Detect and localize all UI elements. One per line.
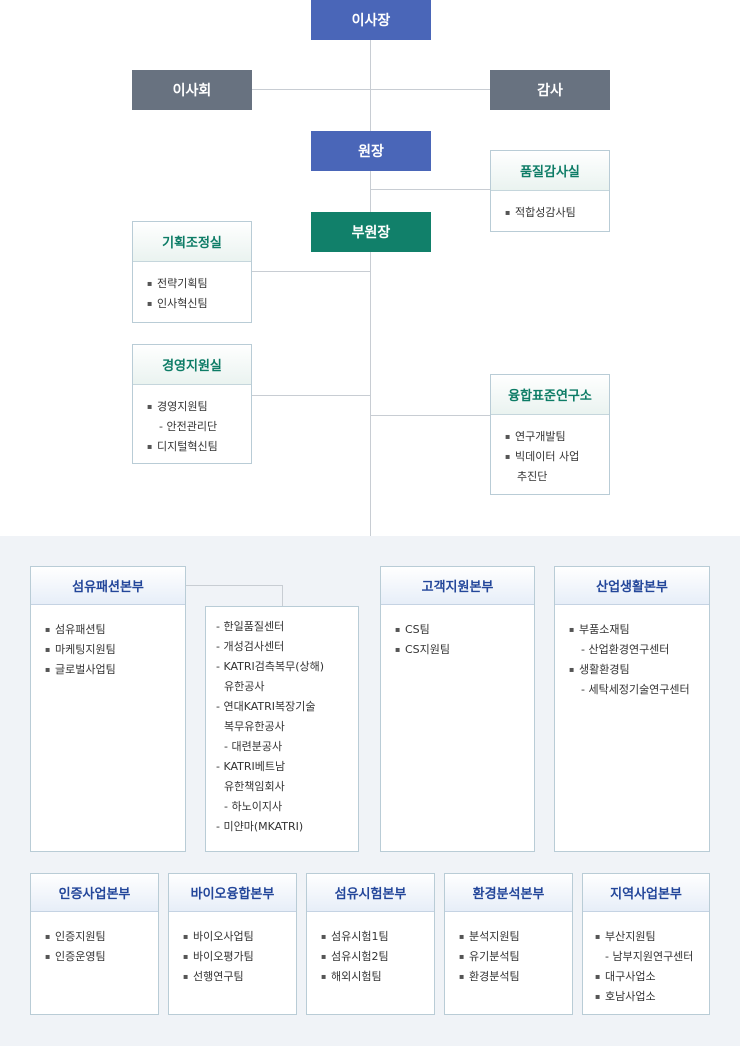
list-item: 생활환경팀	[569, 660, 709, 680]
annex-link-line	[186, 585, 283, 606]
annex-line: - 미얀마(MKATRI)	[216, 820, 304, 833]
textile-test-division-title: 섬유시험본부	[307, 874, 434, 912]
management-card[interactable]: 경영지원실 경영지원팀 - 안전관리단 디지털혁신팀	[132, 344, 252, 464]
list-item: 빅데이터 사업	[505, 447, 609, 467]
env-analysis-division-title: 환경분석본부	[445, 874, 572, 912]
management-title: 경영지원실	[133, 345, 251, 385]
list-item: 해외시험팀	[321, 967, 434, 987]
customer-division-card[interactable]: 고객지원본부 CS팀 CS지원팀	[380, 566, 535, 852]
planning-card[interactable]: 기획조정실 전략기획팀 인사혁신팀	[132, 221, 252, 323]
quality-audit-list: 적합성감사팀	[491, 191, 609, 223]
annex-line: 복무유한공사	[224, 720, 285, 733]
auditor-box[interactable]: 감사	[490, 70, 610, 110]
chairman-box[interactable]: 이사장	[311, 0, 431, 40]
management-list: 경영지원팀 - 안전관리단 디지털혁신팀	[133, 385, 251, 457]
list-item: 적합성감사팀	[505, 203, 609, 223]
list-item: 분석지원팀	[459, 927, 572, 947]
convergence-card[interactable]: 융합표준연구소 연구개발팀 빅데이터 사업 추진단	[490, 374, 610, 495]
president-box[interactable]: 원장	[311, 131, 431, 171]
annex-line: 유한공사	[224, 680, 265, 693]
list-item: 인증운영팀	[45, 947, 158, 967]
list-subitem: - 세탁세정기술연구센터	[581, 683, 690, 696]
list-subitem: - 남부지원연구센터	[605, 950, 694, 963]
fashion-division-card[interactable]: 섬유패션본부 섬유패션팀 마케팅지원팀 글로벌사업팀	[30, 566, 186, 852]
planning-list: 전략기획팀 인사혁신팀	[133, 262, 251, 314]
list-item: 부품소재팀	[569, 620, 709, 640]
list-subitem: - 산업환경연구센터	[581, 643, 670, 656]
customer-division-list: CS팀 CS지원팀	[381, 605, 534, 660]
industrial-division-list: 부품소재팀 - 산업환경연구센터 생활환경팀 - 세탁세정기술연구센터	[555, 605, 709, 700]
president-label: 원장	[358, 144, 384, 160]
textile-test-division-card[interactable]: 섬유시험본부 섬유시험1팀 섬유시험2팀 해외시험팀	[306, 873, 435, 1015]
list-item: 선행연구팀	[183, 967, 296, 987]
list-item: 바이오사업팀	[183, 927, 296, 947]
bio-division-card[interactable]: 바이오융합본부 바이오사업팀 바이오평가팀 선행연구팀	[168, 873, 297, 1015]
list-item: 환경분석팀	[459, 967, 572, 987]
fashion-division-title: 섬유패션본부	[31, 567, 185, 605]
list-item: 글로벌사업팀	[45, 660, 185, 680]
industrial-division-card[interactable]: 산업생활본부 부품소재팀 - 산업환경연구센터 생활환경팀 - 세탁세정기술연구…	[554, 566, 710, 852]
list-item: CS지원팀	[395, 640, 534, 660]
list-item: 섬유시험2팀	[321, 947, 434, 967]
overseas-annex-card[interactable]: - 한일품질센터 - 개성검사센터 - KATRI검측복무(상해) 유한공사 -…	[205, 606, 359, 852]
bio-division-list: 바이오사업팀 바이오평가팀 선행연구팀	[169, 912, 296, 987]
convergence-list: 연구개발팀 빅데이터 사업 추진단	[491, 415, 609, 487]
industrial-division-title: 산업생활본부	[555, 567, 709, 605]
board-box[interactable]: 이사회	[132, 70, 252, 110]
list-item: 마케팅지원팀	[45, 640, 185, 660]
annex-line: 유한책임회사	[224, 780, 285, 793]
list-item: 연구개발팀	[505, 427, 609, 447]
list-item: 인증지원팀	[45, 927, 158, 947]
list-item: 부산지원팀	[595, 927, 709, 947]
regional-division-list: 부산지원팀 - 남부지원연구센터 대구사업소 호남사업소	[583, 912, 709, 1007]
list-item: 전략기획팀	[147, 274, 251, 294]
fashion-division-list: 섬유패션팀 마케팅지원팀 글로벌사업팀	[31, 605, 185, 680]
regional-division-card[interactable]: 지역사업본부 부산지원팀 - 남부지원연구센터 대구사업소 호남사업소	[582, 873, 710, 1015]
list-item: 대구사업소	[595, 967, 709, 987]
annex-line: - 대련분공사	[224, 740, 283, 753]
list-subitem: - 안전관리단	[159, 420, 218, 433]
annex-line: - 하노이지사	[224, 800, 283, 813]
list-item: 경영지원팀	[147, 397, 251, 417]
list-item: 디지털혁신팀	[147, 437, 251, 457]
quality-audit-title: 품질감사실	[491, 151, 609, 191]
annex-line: - 개성검사센터	[216, 640, 285, 653]
list-subitem: 추진단	[517, 470, 548, 483]
auditor-label: 감사	[537, 83, 563, 99]
list-item: 인사혁신팀	[147, 294, 251, 314]
certification-division-card[interactable]: 인증사업본부 인증지원팀 인증운영팀	[30, 873, 159, 1015]
textile-test-division-list: 섬유시험1팀 섬유시험2팀 해외시험팀	[307, 912, 434, 987]
vice-president-label: 부원장	[351, 225, 391, 241]
list-item: 섬유시험1팀	[321, 927, 434, 947]
annex-line: - KATRI베트남	[216, 760, 286, 773]
list-item: CS팀	[395, 620, 534, 640]
annex-line: - 연대KATRI복장기술	[216, 700, 316, 713]
convergence-title: 융합표준연구소	[491, 375, 609, 415]
annex-line: - 한일품질센터	[216, 620, 285, 633]
list-item: 호남사업소	[595, 987, 709, 1007]
vice-president-box[interactable]: 부원장	[311, 212, 431, 252]
list-item: 섬유패션팀	[45, 620, 185, 640]
chairman-label: 이사장	[351, 13, 391, 29]
bio-division-title: 바이오융합본부	[169, 874, 296, 912]
quality-audit-card[interactable]: 품질감사실 적합성감사팀	[490, 150, 610, 232]
board-label: 이사회	[172, 83, 212, 99]
env-analysis-division-list: 분석지원팀 유기분석팀 환경분석팀	[445, 912, 572, 987]
planning-title: 기획조정실	[133, 222, 251, 262]
certification-division-list: 인증지원팀 인증운영팀	[31, 912, 158, 967]
regional-division-title: 지역사업본부	[583, 874, 709, 912]
customer-division-title: 고객지원본부	[381, 567, 534, 605]
env-analysis-division-card[interactable]: 환경분석본부 분석지원팀 유기분석팀 환경분석팀	[444, 873, 573, 1015]
list-item: 유기분석팀	[459, 947, 572, 967]
certification-division-title: 인증사업본부	[31, 874, 158, 912]
list-item: 바이오평가팀	[183, 947, 296, 967]
annex-line: - KATRI검측복무(상해)	[216, 660, 325, 673]
